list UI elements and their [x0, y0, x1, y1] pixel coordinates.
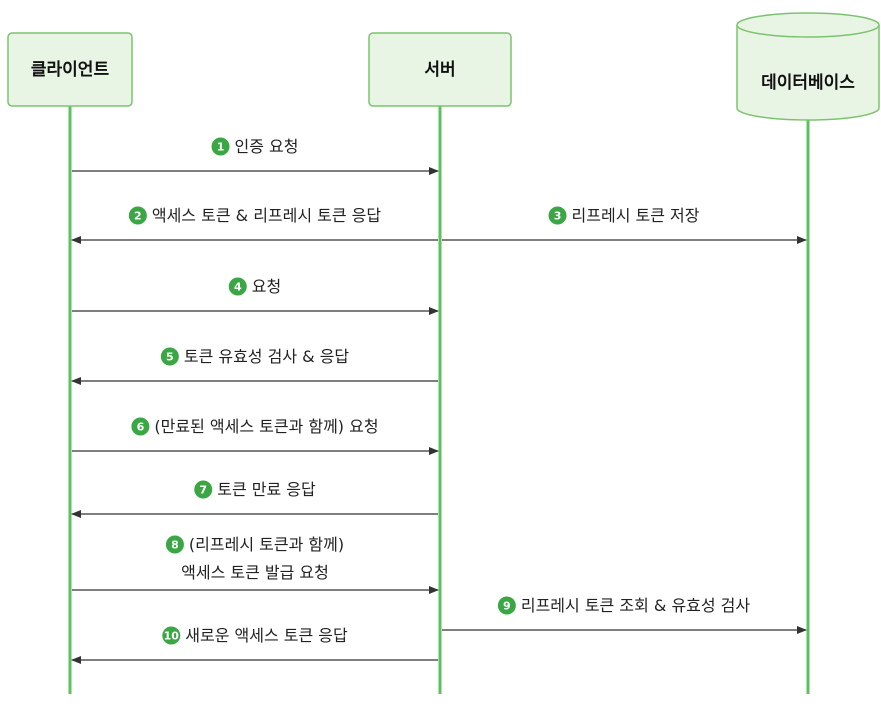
message-label: (리프레시 토큰과 함께) [189, 535, 344, 554]
message-label: 요청 [252, 277, 281, 296]
message-label: 인증 요청 [235, 137, 299, 156]
message-10: 10 새로운 액세스 토큰 응답 [71, 626, 438, 664]
step-number-badge [128, 206, 147, 225]
message-label-line2: 액세스 토큰 발급 요청 [181, 563, 329, 582]
message-8: 8 (리프레시 토큰과 함께) 액세스 토큰 발급 요청 [72, 535, 439, 594]
step-number: 6 [137, 421, 145, 434]
step-number: 7 [199, 484, 207, 497]
step-number: 8 [171, 539, 179, 552]
step-number: 1 [217, 141, 225, 154]
step-number-badge [194, 480, 213, 499]
client-actor: 클라이언트 [7, 32, 133, 107]
step-number: 2 [134, 210, 142, 223]
message-label: 토큰 만료 응답 [217, 480, 316, 499]
step-number-badge [497, 596, 516, 615]
server-label: 서버 [424, 60, 455, 80]
database-cylinder-body [736, 25, 880, 121]
step-number: 9 [503, 600, 511, 613]
message-label: (만료된 액세스 토큰과 함께) 요청 [154, 417, 378, 436]
step-number: 10 [164, 630, 180, 643]
step-number: 5 [166, 351, 174, 364]
step-number-badge [160, 347, 179, 366]
step-number-badge [548, 206, 567, 225]
step-number-badge [228, 277, 247, 296]
message-3: 3 리프레시 토큰 저장 [442, 206, 807, 244]
message-label: 리프레시 토큰 조회 & 유효성 검사 [521, 596, 751, 615]
database-cylinder-top [736, 12, 880, 38]
server-box [368, 32, 512, 107]
message-5: 5 토큰 유효성 검사 & 응답 [71, 347, 438, 385]
message-label: 새로운 액세스 토큰 응답 [185, 626, 348, 645]
step-number-badge [162, 626, 181, 645]
step-number-badge [165, 535, 184, 554]
message-label: 토큰 유효성 검사 & 응답 [184, 347, 350, 366]
message-2: 2 액세스 토큰 & 리프레시 토큰 응답 [71, 206, 438, 244]
step-number: 4 [234, 281, 242, 294]
database-label: 데이터베이스 [761, 73, 855, 93]
step-number-badge [211, 137, 230, 156]
step-number: 3 [554, 210, 562, 223]
message-6: 6 (만료된 액세스 토큰과 함께) 요청 [72, 417, 439, 455]
message-1: 1 인증 요청 [72, 137, 439, 175]
message-9: 9 리프레시 토큰 조회 & 유효성 검사 [442, 596, 807, 634]
client-label: 클라이언트 [31, 60, 110, 80]
message-7: 7 토큰 만료 응답 [71, 480, 438, 518]
client-box [7, 32, 133, 107]
database-actor: 데이터베이스 [736, 12, 880, 121]
server-actor: 서버 [368, 32, 512, 107]
messages-group: 1 인증 요청 2 액세스 토큰 & 리프레시 토큰 응답 3 리프레시 토큰 저장 4 요청… [71, 137, 807, 664]
message-label: 액세스 토큰 & 리프레시 토큰 응답 [152, 206, 382, 225]
step-number-badge [131, 417, 150, 436]
message-label: 리프레시 토큰 저장 [572, 206, 700, 225]
message-4: 4 요청 [72, 277, 439, 315]
